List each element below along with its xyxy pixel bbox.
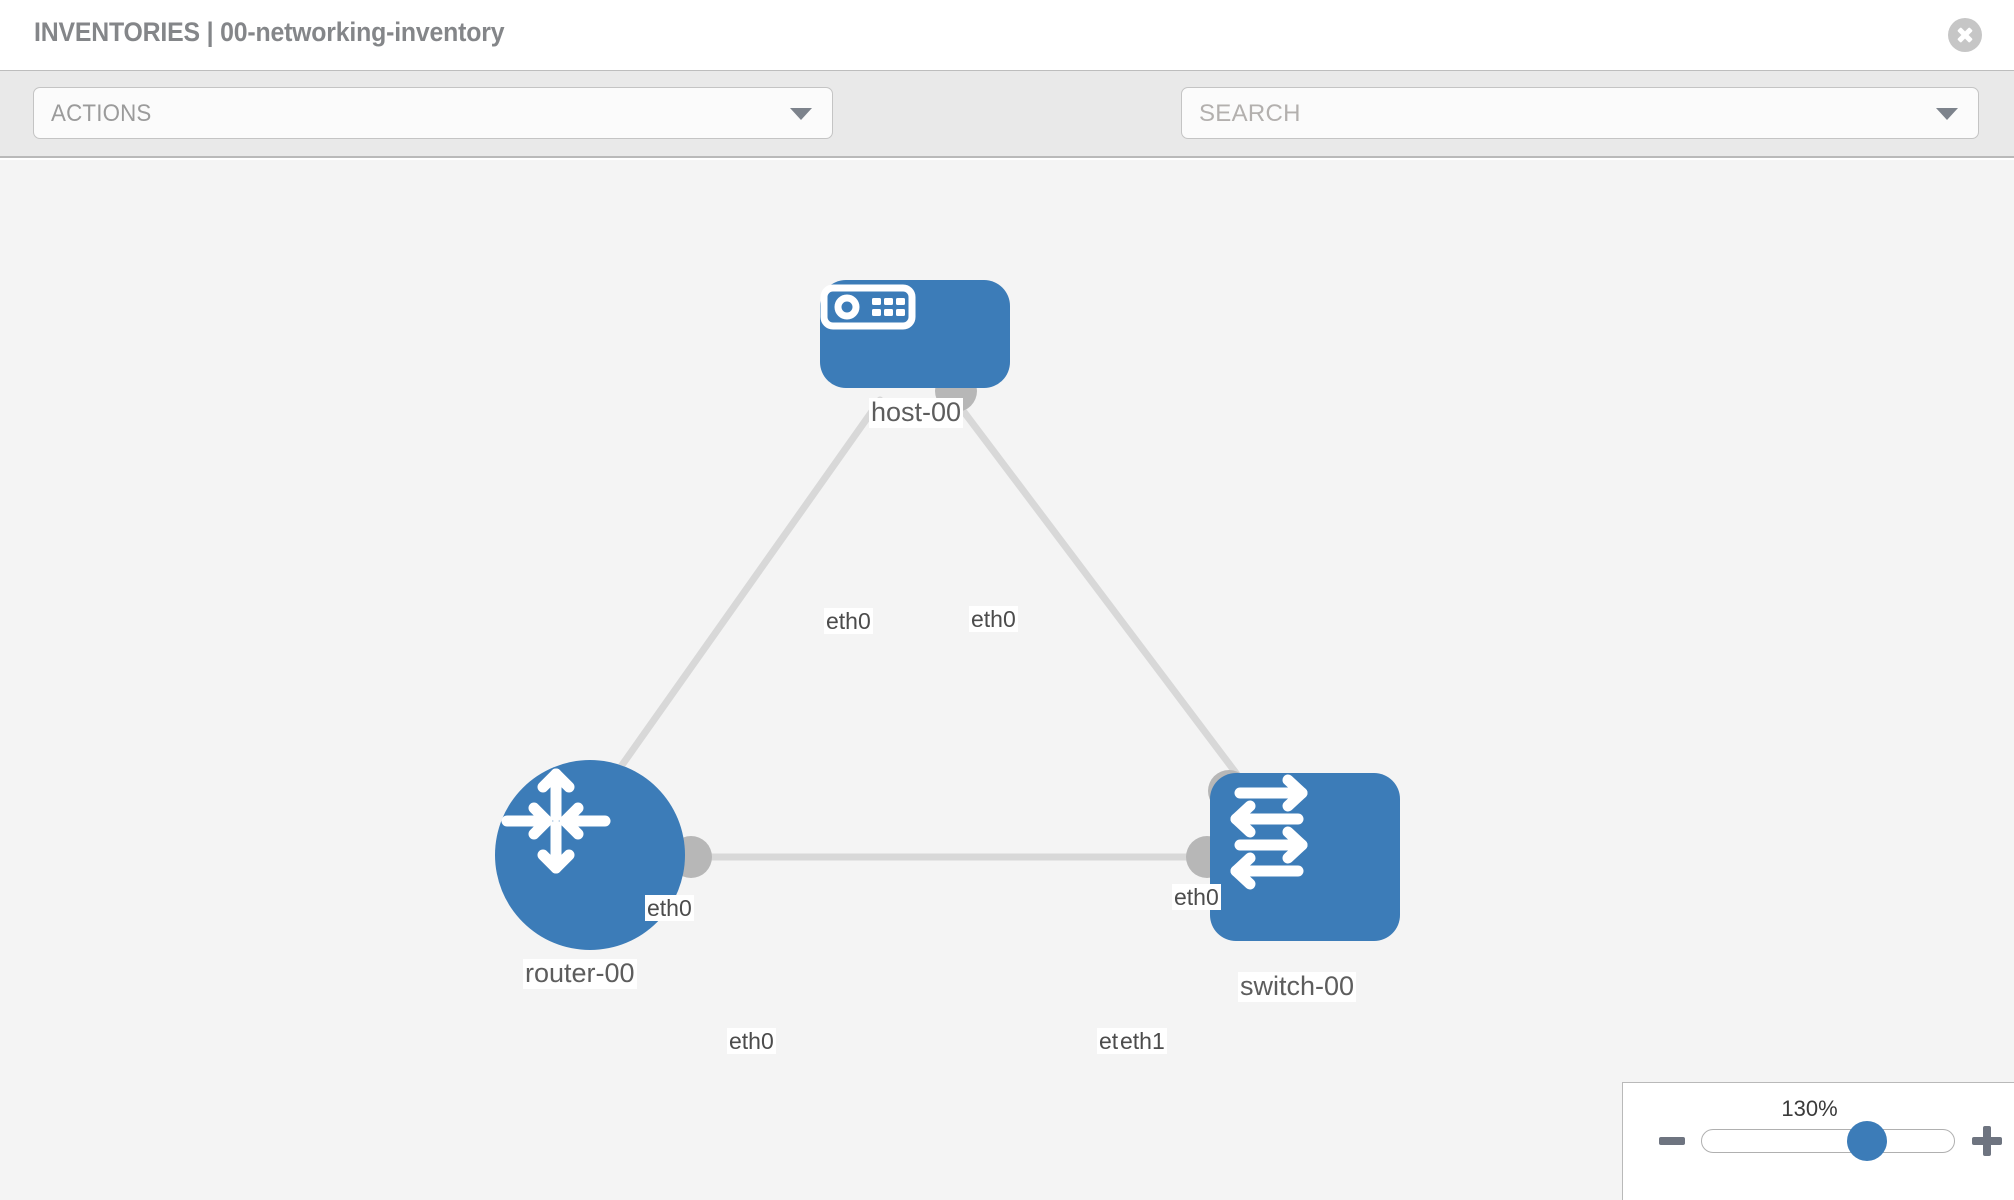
link-host-router — [611, 396, 884, 779]
page-title: INVENTORIES | 00-networking-inventory — [34, 17, 505, 47]
chevron-down-icon — [1936, 108, 1958, 120]
node-switch-00-shape[interactable] — [1210, 773, 1400, 941]
node-host-00-label: host-00 — [869, 397, 964, 428]
chevron-down-icon — [790, 108, 812, 120]
topology-canvas[interactable]: host-00 — [0, 160, 2014, 1200]
switch-arrows-icon — [1230, 774, 1308, 890]
node-router-00-label: router-00 — [523, 958, 637, 989]
topology-links — [611, 396, 1249, 861]
zoom-level-label: 130% — [1781, 1096, 1838, 1121]
minus-icon[interactable] — [1659, 1137, 1685, 1145]
window-header: INVENTORIES | 00-networking-inventory — [0, 0, 2014, 70]
topology-graph: host-00 — [0, 160, 2014, 1200]
edge-label: eth0 — [1172, 884, 1221, 911]
zoom-slider-track[interactable] — [1701, 1129, 1955, 1153]
node-host-00-shape[interactable] — [820, 280, 1010, 388]
edge-label: eth0 — [969, 606, 1018, 633]
server-icon — [820, 284, 916, 330]
close-icon[interactable] — [1948, 18, 1982, 52]
edge-label: eth0 — [645, 895, 694, 922]
edge-label: eth0 — [727, 1028, 776, 1055]
search-placeholder: SEARCH — [1199, 100, 1301, 127]
actions-dropdown-label: ACTIONS — [51, 100, 152, 127]
node-router-00-shape[interactable] — [495, 760, 685, 950]
search-input[interactable]: SEARCH — [1181, 87, 1979, 139]
node-switch-00-label: switch-00 — [1238, 971, 1357, 1002]
toolbar: ACTIONS SEARCH — [0, 70, 2014, 201]
actions-dropdown[interactable]: ACTIONS — [33, 87, 833, 139]
link-host-switch — [951, 396, 1249, 789]
zoom-control-panel: 130% — [1622, 1082, 2014, 1200]
router-arrows-icon — [501, 768, 611, 874]
edge-label: eth0 — [824, 608, 873, 635]
edge-label: eth1 — [1118, 1028, 1167, 1055]
plus-icon[interactable] — [1972, 1126, 2002, 1156]
zoom-slider-thumb[interactable] — [1847, 1121, 1887, 1161]
